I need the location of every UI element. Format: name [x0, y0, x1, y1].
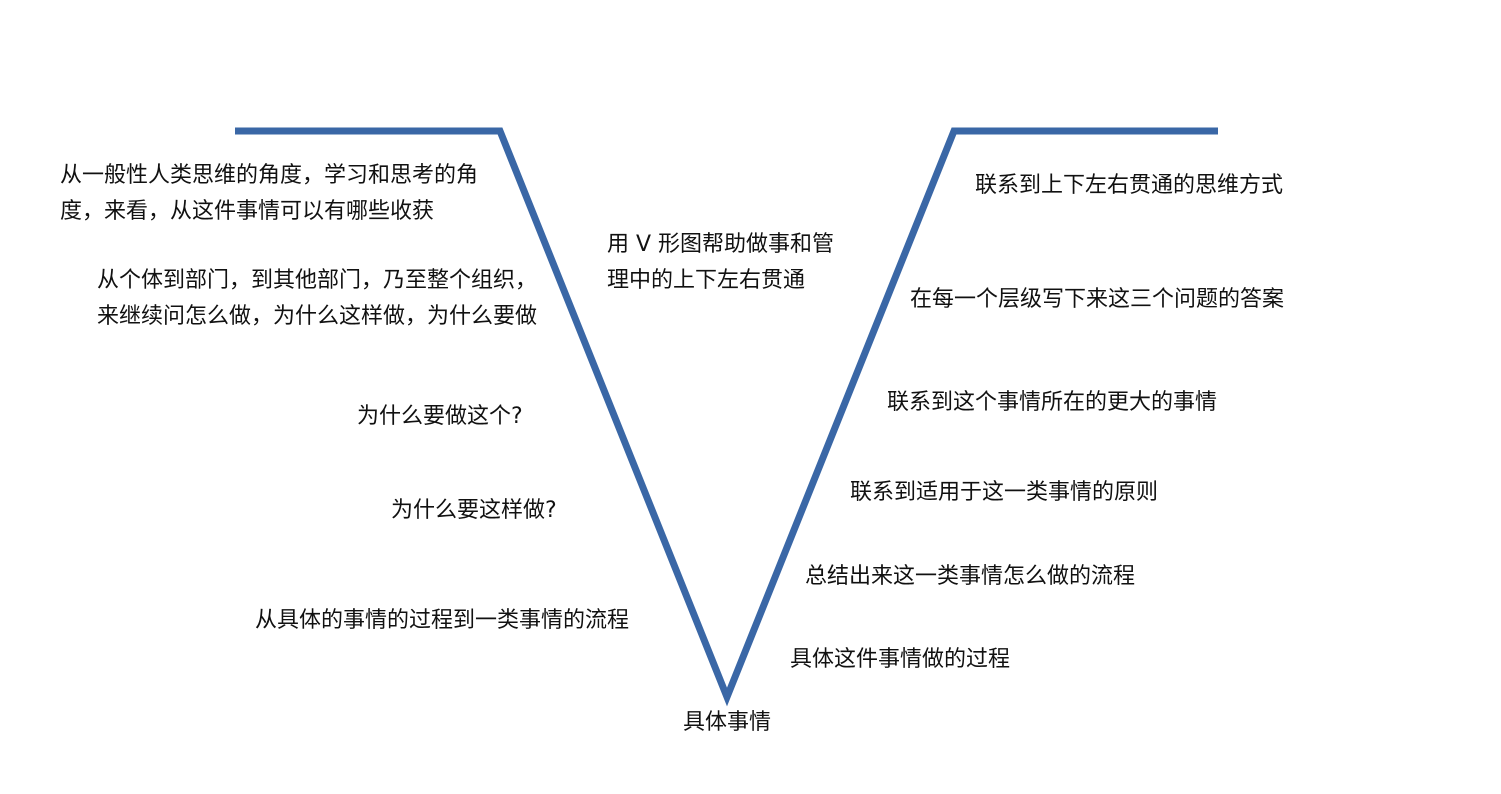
- v-shape-line: [235, 127, 1218, 707]
- right-label-connect-thinking: 联系到上下左右贯通的思维方式: [975, 173, 1284, 198]
- right-label-summarize-flow: 总结出来这一类事情怎么做的流程: [805, 564, 1136, 589]
- right-label-bigger-matter: 联系到这个事情所在的更大的事情: [887, 390, 1218, 415]
- center-description: 用 V 形图帮助做事和管理中的上下左右贯通: [607, 232, 835, 293]
- bottom-label: 具体事情: [683, 710, 772, 735]
- left-label-why-do-this: 为什么要做这个?: [357, 404, 523, 429]
- left-label-process-to-flow: 从具体的事情的过程到一类事情的流程: [255, 608, 630, 633]
- right-label-principles: 联系到适用于这一类事情的原则: [850, 480, 1159, 505]
- left-label-why-this-way: 为什么要这样做?: [391, 498, 557, 523]
- right-label-concrete-process: 具体这件事情做的过程: [790, 647, 1011, 672]
- left-label-organization-levels: 从个体到部门，到其他部门，乃至整个组织，来继续问怎么做，为什么这样做，为什么要做: [97, 268, 538, 329]
- left-label-general-thinking: 从一般性人类思维的角度，学习和思考的角度，来看，从这件事情可以有哪些收获: [60, 163, 479, 224]
- right-label-write-answers: 在每一个层级写下来这三个问题的答案: [910, 287, 1285, 312]
